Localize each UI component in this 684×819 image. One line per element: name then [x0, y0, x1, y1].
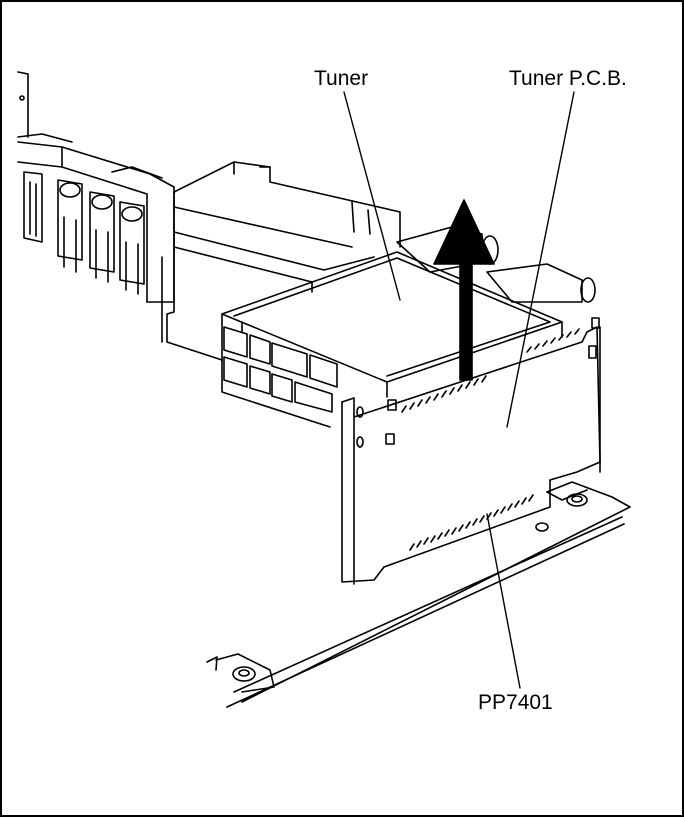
leader-pp7401 [486, 513, 521, 689]
tuner-body-back [161, 161, 401, 361]
leader-lines [343, 91, 575, 689]
chassis-plate [206, 481, 631, 708]
tuner-pcb [341, 317, 601, 585]
connector-panel [17, 71, 175, 303]
label-tuner: Tuner [314, 67, 369, 90]
label-pp7401: PP7401 [478, 691, 553, 714]
leader-tuner [343, 91, 401, 301]
label-tuner-pcb: Tuner P.C.B. [509, 67, 627, 90]
tuner-can [221, 251, 563, 428]
lift-arrow [433, 199, 495, 381]
leader-tuner-pcb [506, 91, 575, 428]
